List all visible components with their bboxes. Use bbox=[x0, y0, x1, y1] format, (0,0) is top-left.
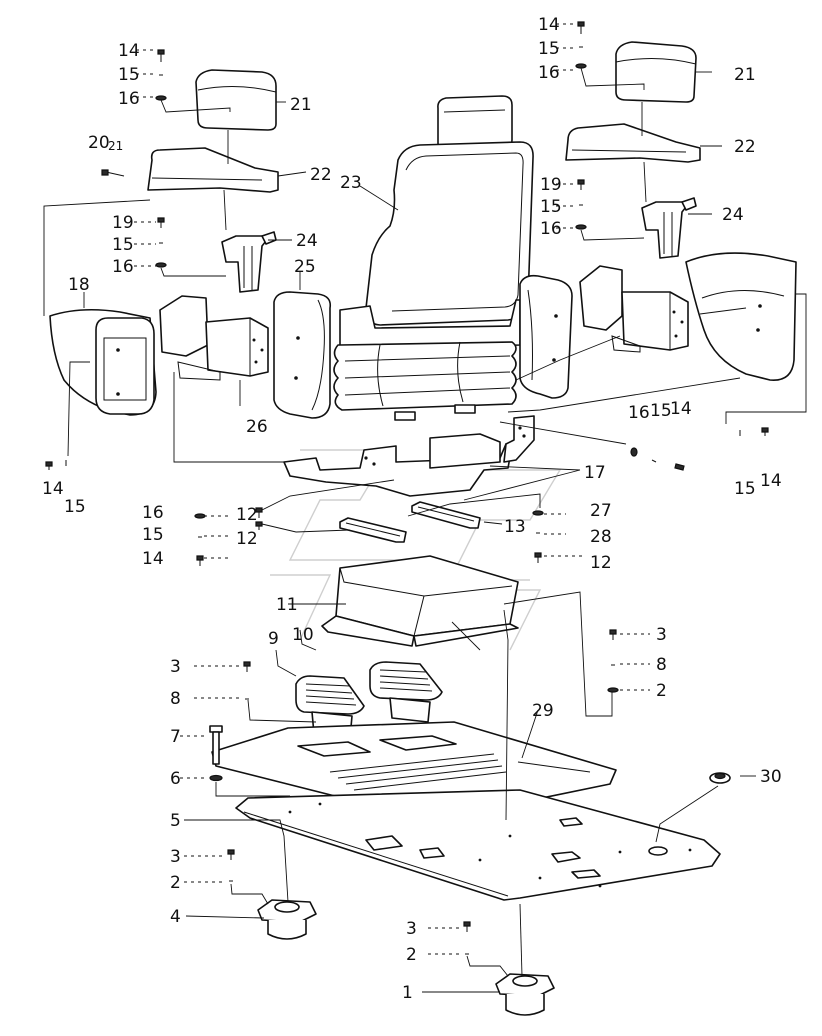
leader-lines bbox=[43, 23, 807, 993]
callout-3: 3 bbox=[406, 919, 417, 939]
vibration-mount-right bbox=[495, 973, 555, 1016]
callout-20: 20 bbox=[88, 133, 110, 153]
seat-mounting-frame bbox=[283, 415, 535, 497]
callout-10: 10 bbox=[292, 625, 314, 645]
callout-2: 2 bbox=[406, 945, 417, 965]
hardware-fasteners bbox=[45, 21, 769, 955]
callout-8: 8 bbox=[170, 689, 181, 709]
right-armrest-base bbox=[565, 123, 701, 163]
callout-12: 12 bbox=[236, 505, 258, 525]
callout-16: 16 bbox=[118, 89, 140, 109]
left-armrest-pad bbox=[195, 69, 277, 131]
callout-15: 15 bbox=[142, 525, 164, 545]
callout-6: 6 bbox=[170, 769, 181, 789]
callout-22: 22 bbox=[310, 165, 332, 185]
callout-15: 15 bbox=[540, 197, 562, 217]
seat-base-box bbox=[321, 555, 519, 647]
seat-backrest bbox=[365, 141, 534, 326]
right-console-bracket bbox=[579, 265, 689, 353]
callout-17: 17 bbox=[584, 463, 606, 483]
seat-cushion-with-bellows bbox=[333, 299, 521, 421]
right-inner-side-cushion bbox=[519, 274, 573, 399]
callout-9: 9 bbox=[268, 629, 279, 649]
callout-3: 3 bbox=[170, 657, 181, 677]
callout-22: 22 bbox=[734, 137, 756, 157]
callout-3: 3 bbox=[170, 847, 181, 867]
callout-24: 24 bbox=[722, 205, 744, 225]
callout-2: 2 bbox=[656, 681, 667, 701]
callout-14: 14 bbox=[142, 549, 164, 569]
callout-5: 5 bbox=[170, 811, 181, 831]
callout-21: 21 bbox=[734, 65, 756, 85]
left-armrest-base bbox=[147, 147, 279, 193]
callout-14: 14 bbox=[118, 41, 140, 61]
left-armrest-bracket bbox=[221, 231, 277, 293]
callout-28: 28 bbox=[590, 527, 612, 547]
callout-4: 4 bbox=[170, 907, 181, 927]
callout-16: 16 bbox=[538, 63, 560, 83]
callout-12: 12 bbox=[236, 529, 258, 549]
pedal-right bbox=[369, 661, 443, 723]
callout-7: 7 bbox=[170, 727, 181, 747]
callout-19: 19 bbox=[112, 213, 134, 233]
left-inner-side-cushion bbox=[273, 291, 332, 419]
callout-25: 25 bbox=[294, 257, 316, 277]
callout-21: 21 bbox=[290, 95, 312, 115]
callout-19: 19 bbox=[540, 175, 562, 195]
callout-14: 14 bbox=[538, 15, 560, 35]
callout-15: 15 bbox=[734, 479, 756, 499]
floor-plate bbox=[235, 789, 721, 901]
vibration-mount-left bbox=[257, 899, 317, 940]
callout-3: 3 bbox=[656, 625, 667, 645]
seat-slide-rail-left bbox=[339, 517, 407, 543]
callout-14: 14 bbox=[760, 471, 782, 491]
callout-8: 8 bbox=[656, 655, 667, 675]
callout-labels: 14 15 16 21 20 21 22 23 19 15 16 24 25 1… bbox=[42, 15, 782, 1003]
callout-30: 30 bbox=[760, 767, 782, 787]
callout-2: 2 bbox=[170, 873, 181, 893]
left-console-bracket bbox=[159, 295, 269, 381]
callout-14: 14 bbox=[42, 479, 64, 499]
callout-15: 15 bbox=[64, 497, 86, 517]
right-armrest-bracket bbox=[641, 197, 697, 259]
callout-23: 23 bbox=[340, 173, 362, 193]
callout-20-sub: 21 bbox=[108, 139, 123, 153]
callout-15: 15 bbox=[112, 235, 134, 255]
callout-27: 27 bbox=[590, 501, 612, 521]
grommet bbox=[709, 772, 731, 784]
callout-14: 14 bbox=[670, 399, 692, 419]
callout-11: 11 bbox=[276, 595, 298, 615]
callout-24: 24 bbox=[296, 231, 318, 251]
callout-26: 26 bbox=[246, 417, 268, 437]
callout-29: 29 bbox=[532, 701, 554, 721]
callout-12: 12 bbox=[590, 553, 612, 573]
callout-1: 1 bbox=[402, 983, 413, 1003]
callout-13: 13 bbox=[504, 517, 526, 537]
callout-16: 16 bbox=[540, 219, 562, 239]
left-side-housing bbox=[95, 317, 155, 415]
callout-18: 18 bbox=[68, 275, 90, 295]
right-armrest-pad bbox=[615, 41, 697, 103]
callout-16: 16 bbox=[142, 503, 164, 523]
callout-15: 15 bbox=[650, 401, 672, 421]
right-side-panel bbox=[685, 252, 797, 381]
seat-slide-rail-right bbox=[411, 501, 481, 529]
callout-16: 16 bbox=[628, 403, 650, 423]
callout-15: 15 bbox=[118, 65, 140, 85]
callout-15: 15 bbox=[538, 39, 560, 59]
callout-16: 16 bbox=[112, 257, 134, 277]
